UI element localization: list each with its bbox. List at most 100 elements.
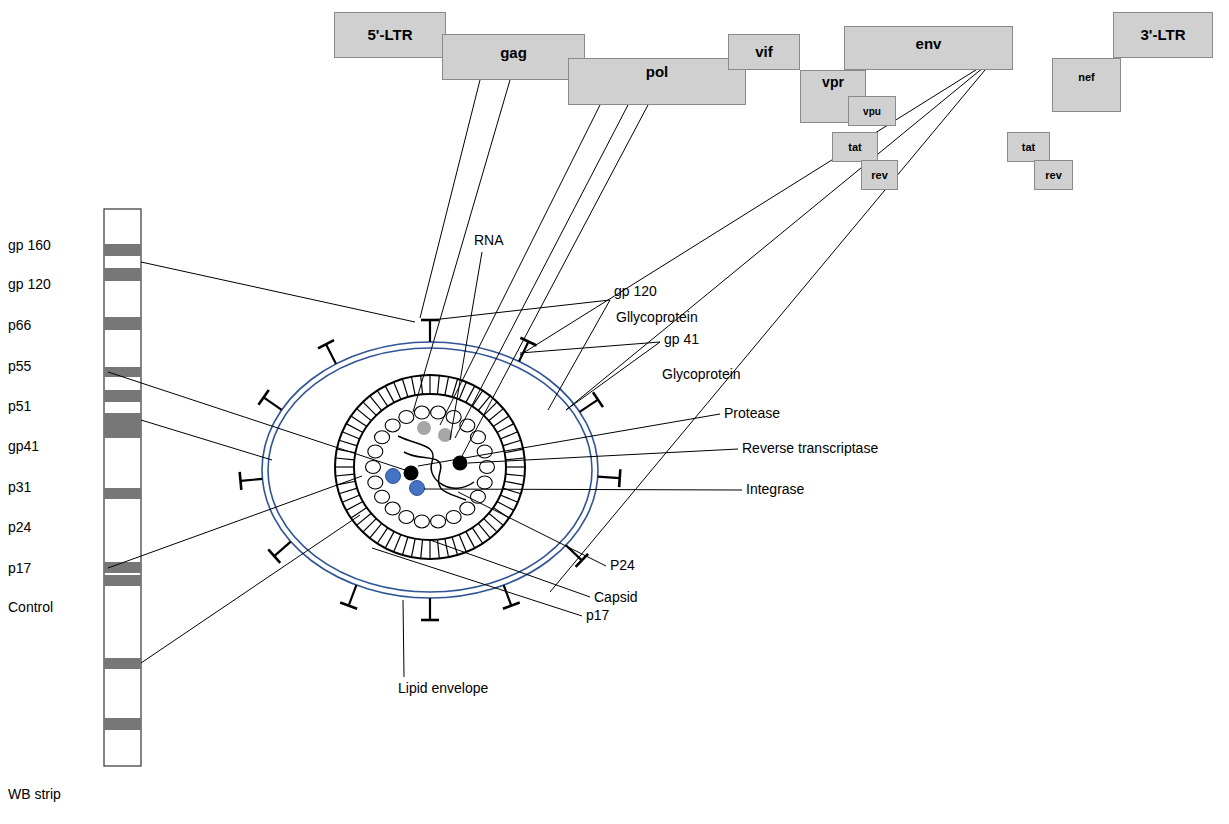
spike-stem: [519, 342, 528, 362]
nucleocapsid-bead: [375, 431, 390, 444]
matrix-tick: [377, 528, 388, 544]
gene-box: nef: [1052, 58, 1121, 112]
leader-line: [548, 300, 610, 410]
matrix-tick: [500, 495, 518, 502]
gene-box: 5'-LTR: [334, 12, 446, 58]
gene-box: vpu: [848, 96, 896, 126]
integrase-dot: [386, 469, 401, 484]
leader-line: [424, 489, 742, 490]
matrix-tick: [472, 391, 483, 407]
matrix-tick: [429, 375, 430, 394]
matrix-tick: [370, 523, 382, 538]
band-label: gp 160: [8, 237, 51, 253]
matrix-tick: [402, 537, 408, 555]
spike-head: [340, 603, 357, 609]
nucleocapsid-bead: [477, 476, 492, 489]
gene-box: rev: [1034, 160, 1073, 190]
gene-name: rev: [1045, 169, 1062, 181]
spike-head: [619, 469, 620, 487]
gene-name: tat: [848, 141, 861, 153]
nucleocapsid-bead: [470, 431, 485, 444]
gene-name: vpr: [822, 75, 844, 90]
matrix-tick: [363, 402, 376, 415]
nucleocapsid-bead: [414, 406, 429, 419]
leader-lines: [108, 58, 995, 677]
nucleocapsid-bead: [431, 515, 446, 528]
band-label: p51: [8, 398, 31, 414]
part-label: p17: [586, 607, 609, 623]
matrix-tick: [346, 424, 363, 433]
strip-band: [104, 244, 141, 256]
matrix-tick: [506, 458, 525, 460]
gene-name: vif: [755, 44, 773, 61]
band-label: p17: [8, 560, 31, 576]
matrix-tick: [335, 466, 354, 467]
spike-stem: [349, 585, 357, 606]
envelope-outer: [262, 342, 598, 598]
part-label: Protease: [724, 405, 780, 421]
leader-line: [550, 58, 995, 592]
spike-head: [421, 619, 439, 622]
matrix-tick: [370, 396, 382, 411]
leader-line: [108, 372, 405, 470]
matrix-tick: [335, 458, 354, 460]
leader-line: [430, 540, 590, 597]
part-label: gp 120: [614, 283, 657, 299]
nucleocapsid-bead: [375, 490, 390, 503]
glycoprotein-spikes: [240, 320, 621, 620]
spike-stem: [274, 542, 290, 557]
leader-line: [566, 58, 995, 410]
band-label: p55: [8, 358, 31, 374]
matrix-tick: [351, 508, 367, 519]
matrix-tick: [459, 534, 466, 552]
leader-line: [141, 515, 360, 663]
matrix-tick: [385, 386, 394, 403]
matrix-tick: [346, 501, 363, 510]
matrix-tick: [357, 409, 372, 421]
matrix-tick: [493, 416, 509, 427]
matrix-tick: [377, 391, 388, 407]
gene-name: rev: [871, 169, 888, 181]
matrix-tick: [342, 495, 360, 502]
matrix-tick: [339, 488, 357, 494]
matrix-tick: [411, 539, 415, 558]
gene-box: vif: [728, 34, 800, 70]
gene-name: gag: [500, 45, 527, 62]
band-label: gp 120: [8, 276, 51, 292]
nucleocapsid-bead: [399, 410, 414, 423]
nucleocapsid-bead: [414, 515, 429, 528]
band-label: p31: [8, 479, 31, 495]
leader-line: [432, 300, 610, 320]
spike-stem: [264, 397, 282, 410]
nucleocapsid-bead: [431, 406, 446, 419]
part-label: Capsid: [594, 589, 638, 605]
matrix-tick: [497, 501, 514, 510]
leader-line: [520, 58, 995, 355]
spike-stem: [429, 598, 431, 620]
leader-line: [413, 80, 510, 412]
nucleocapsid-bead: [460, 502, 475, 515]
matrix-tick: [411, 377, 415, 396]
gene-name: tat: [1022, 141, 1035, 153]
strip-band: [104, 658, 141, 669]
matrix-tick: [394, 534, 401, 552]
strip-band: [104, 390, 141, 402]
band-label: Control: [8, 599, 53, 615]
spike-stem: [580, 400, 598, 412]
leader-line: [420, 80, 480, 318]
spike-head: [318, 340, 334, 348]
matrix-ring: [335, 375, 525, 559]
nucleocapsid-bead: [399, 511, 414, 524]
leader-line: [450, 252, 482, 440]
nucleocapsid-bead: [385, 419, 400, 432]
nucleocapsid-bead: [446, 511, 461, 524]
part-label: Lipid envelope: [398, 680, 488, 696]
integrase-dot: [410, 481, 425, 496]
band-label: gp41: [8, 438, 39, 454]
strip-band: [104, 488, 141, 499]
gene-name: vpu: [863, 106, 881, 117]
spike-head: [268, 549, 280, 562]
matrix-tick: [357, 513, 372, 525]
